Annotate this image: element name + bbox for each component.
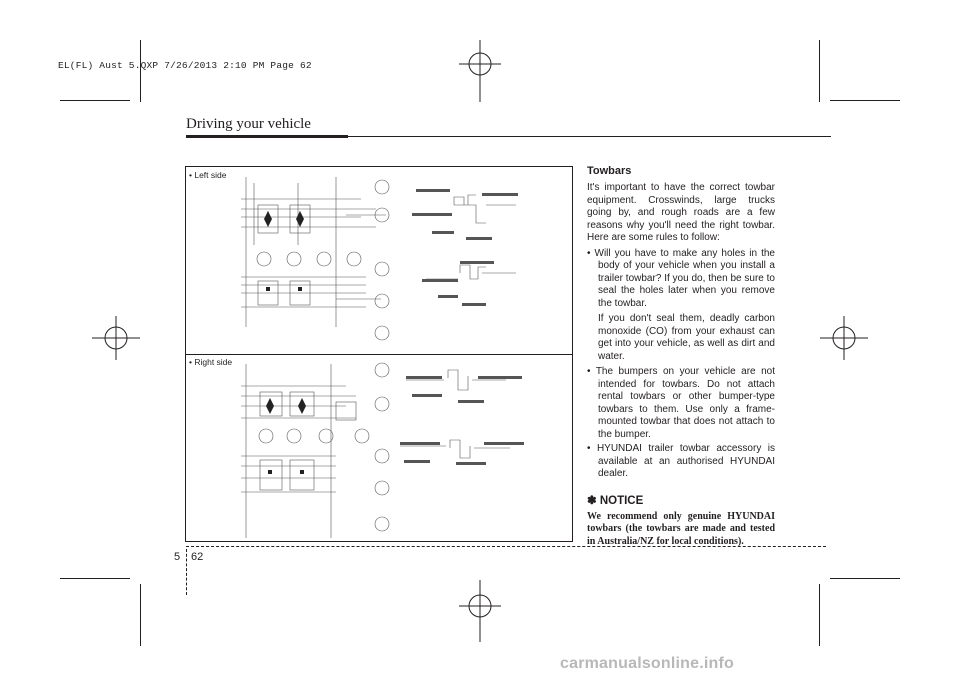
page-number: 62 bbox=[191, 551, 204, 563]
diagram-divider bbox=[185, 354, 573, 355]
footer-separator bbox=[186, 549, 187, 595]
list-item: • Will you have to make any holes in the… bbox=[587, 248, 775, 364]
watermark: carmanualsonline.info bbox=[560, 655, 735, 672]
towbars-intro: It's important to have the correct towba… bbox=[587, 182, 775, 243]
towbars-heading: Towbars bbox=[587, 165, 632, 177]
section-title: Driving your vehicle bbox=[186, 116, 311, 132]
bullet-text: • Will you have to make any holes in the… bbox=[587, 247, 775, 309]
left-side-drawing bbox=[241, 177, 518, 341]
printer-slug: EL(FL) Aust 5.QXP 7/26/2013 2:10 PM Page… bbox=[58, 60, 312, 71]
towbar-rules-list: • Will you have to make any holes in the… bbox=[587, 248, 775, 481]
list-item: • HYUNDAI trailer towbar accessory is av… bbox=[587, 443, 775, 479]
registration-mark-top bbox=[459, 40, 501, 102]
left-side-label: • Left side bbox=[189, 170, 227, 180]
footer-rule bbox=[186, 546, 826, 547]
notice-heading: ✽ NOTICE bbox=[587, 494, 644, 507]
towbars-section: Towbars It's important to have the corre… bbox=[587, 165, 775, 548]
title-bar bbox=[186, 135, 348, 138]
bullet-subtext: If you don't seal them, deadly carbon mo… bbox=[598, 313, 775, 362]
list-item: • The bumpers on your vehicle are not in… bbox=[587, 366, 775, 440]
registration-mark-bottom bbox=[459, 580, 501, 642]
registration-mark-right bbox=[820, 316, 868, 360]
right-side-label: • Right side bbox=[189, 357, 233, 367]
section-number: 5 bbox=[174, 551, 181, 563]
title-rule bbox=[348, 136, 831, 137]
right-side-drawing bbox=[241, 362, 524, 538]
notice-text: We recommend only genuine HYUNDAI towbar… bbox=[587, 510, 775, 547]
registration-mark-left bbox=[92, 316, 140, 360]
